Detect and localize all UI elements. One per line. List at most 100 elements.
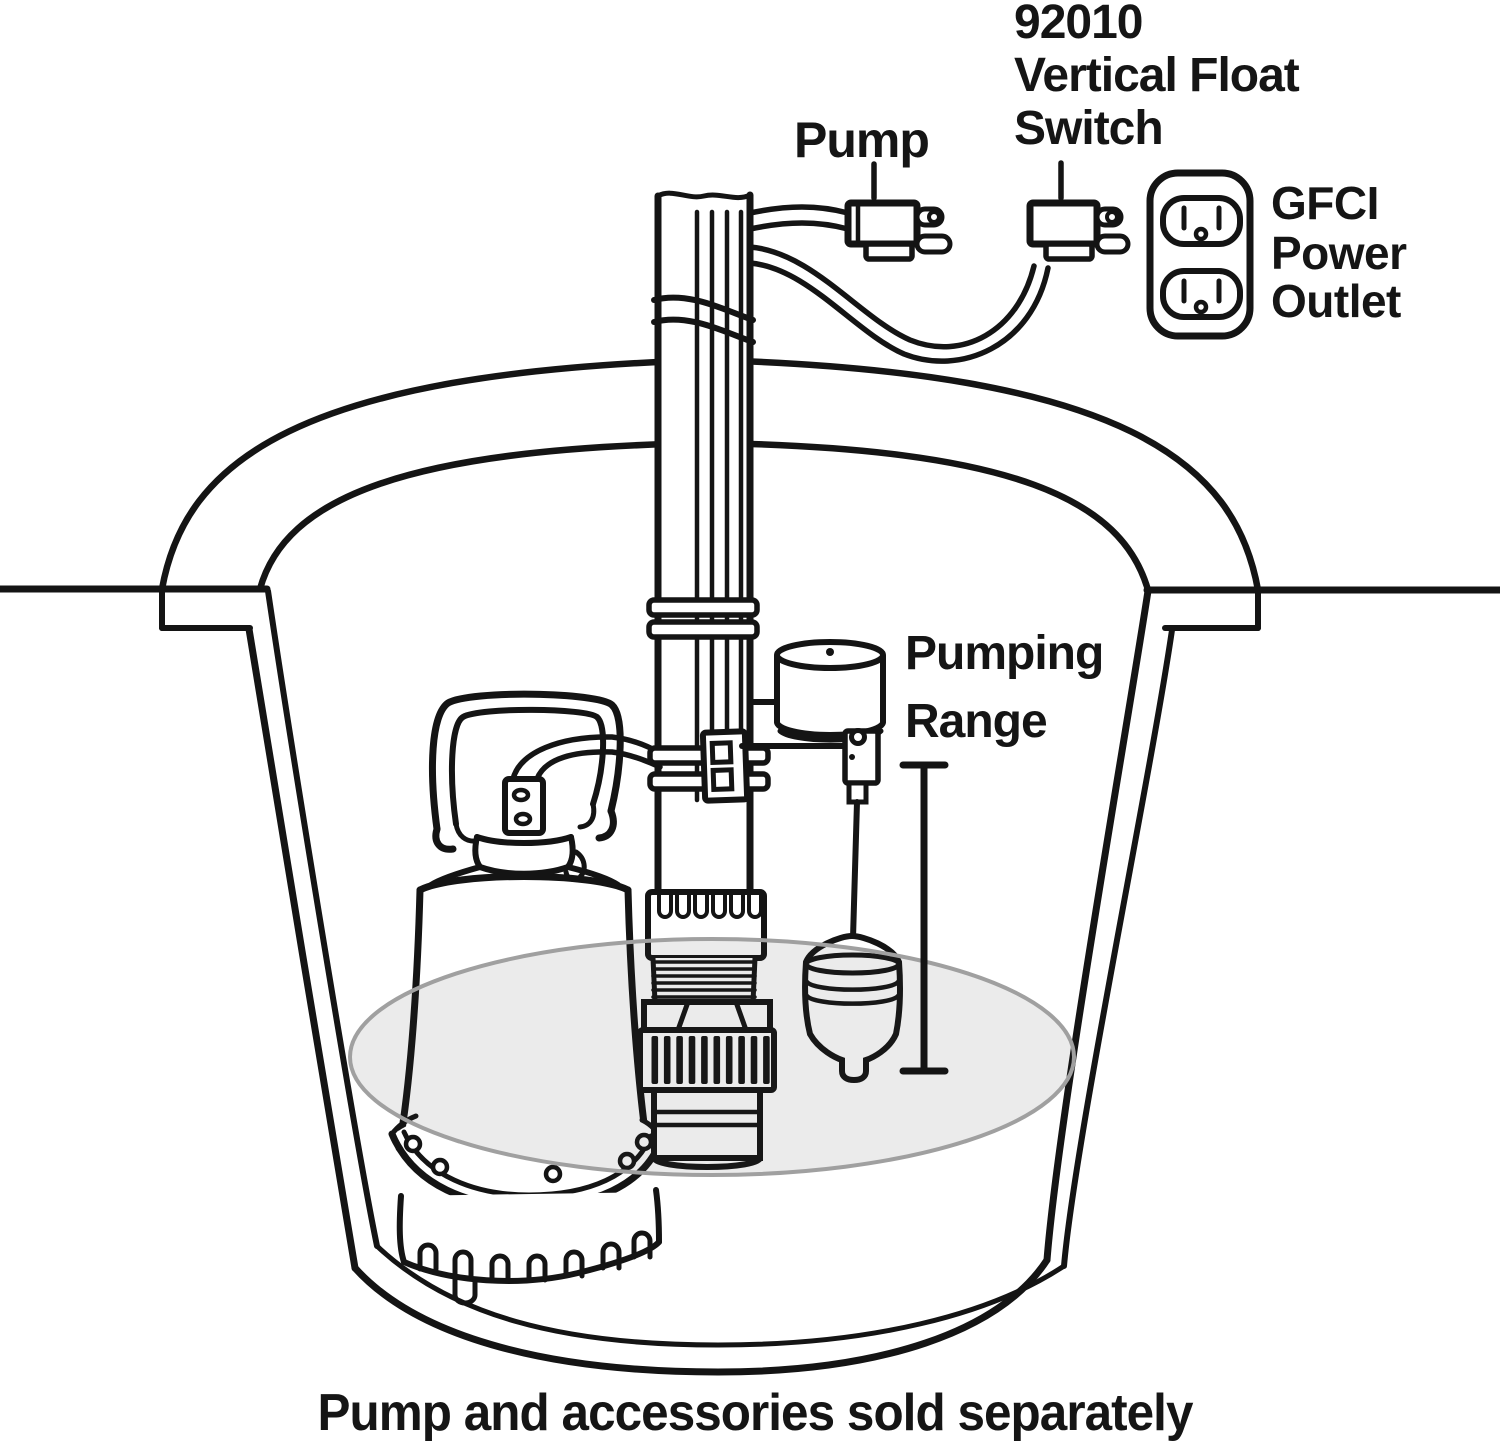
plug-prong-hole <box>927 210 941 224</box>
float-seam <box>804 979 901 992</box>
connector-hole <box>511 787 531 803</box>
collar-ribs <box>651 1036 770 1084</box>
pump-cord-connector <box>502 776 546 836</box>
handle-foot-left <box>432 825 457 853</box>
crown-notch <box>675 891 691 919</box>
switch-cord-to-plug <box>747 244 1037 350</box>
collar-bottom-arc <box>477 864 571 877</box>
switch-cap-fill <box>777 655 883 735</box>
flange-bolt <box>617 1151 637 1171</box>
intake-slot <box>489 1253 511 1283</box>
crown-notch <box>657 891 673 919</box>
intake-slot <box>417 1242 439 1272</box>
pump-base-skirt <box>396 1187 662 1306</box>
pump-dome-arc <box>416 873 632 894</box>
flange-bolt <box>543 1164 563 1184</box>
check-valve-coupling <box>637 889 777 1170</box>
sump-pit <box>0 356 1500 1376</box>
switch-stem-detail <box>849 728 867 746</box>
collar-rib <box>738 1036 745 1084</box>
gfci-outlet-icon <box>1146 169 1254 340</box>
pipe-clamp-band <box>646 619 760 640</box>
pump-cord-outer <box>510 734 663 782</box>
water-level <box>348 937 1076 1177</box>
flange-bolt <box>430 1157 450 1177</box>
pipe-fittings <box>646 597 771 804</box>
pump-cord-inner <box>534 749 663 782</box>
crown-notch <box>747 891 763 919</box>
pit-wall-right-inner <box>1043 587 1152 1264</box>
skirt-foot <box>452 1274 478 1306</box>
skirt-left-edge <box>396 1193 407 1265</box>
pump-plug-icon <box>844 199 953 262</box>
pumping-range-label-line2: Range <box>905 695 1047 748</box>
hex-facet <box>733 999 749 1033</box>
mounting-bracket <box>699 728 751 804</box>
intake-slot <box>631 1230 653 1260</box>
plug-prong <box>1094 233 1131 255</box>
pipe-top-cut <box>655 190 753 201</box>
skirt-right-edge <box>653 1187 662 1245</box>
cord-strap <box>651 316 756 345</box>
gfci-label-line1: GFCI <box>1271 177 1379 229</box>
hex-facet <box>675 999 691 1033</box>
collar-rib <box>688 1036 696 1084</box>
pump-cord-to-plug <box>747 220 851 232</box>
handle-foot-right <box>595 807 617 842</box>
plug-prong-hole <box>1105 210 1119 224</box>
cords-and-plugs <box>747 160 1254 364</box>
thread-lines <box>651 960 757 999</box>
collar-rib <box>663 1036 671 1084</box>
connector-hole <box>513 811 533 827</box>
pump-label: Pump <box>794 112 929 168</box>
pump-cord-to-plug <box>747 204 851 216</box>
intake-slot <box>563 1249 585 1279</box>
pit-wall-left-inner <box>265 588 380 1249</box>
intake-slot <box>452 1249 474 1279</box>
switch-cap-vent <box>826 648 834 656</box>
switch-cap-bottom-arc <box>774 719 886 738</box>
collar-rib <box>651 1036 659 1084</box>
plug-tab <box>863 241 915 262</box>
cord-clip <box>563 849 587 882</box>
intake-slot <box>600 1241 622 1271</box>
flange-back-left <box>389 1113 419 1137</box>
pit-wall-left-outer <box>245 625 359 1272</box>
plug-body <box>1026 199 1101 248</box>
gfci-label-line2: Power <box>1271 227 1407 279</box>
crown-notch <box>729 891 745 919</box>
pit-bottom-outer-arc <box>351 1256 1051 1376</box>
switch-stem-dot <box>849 754 855 760</box>
handle-foot-left-inner <box>453 821 479 844</box>
collar-right <box>565 834 576 870</box>
pipe-clamp-band <box>646 597 760 618</box>
collar-rib <box>763 1036 770 1084</box>
collar-rib <box>750 1036 758 1084</box>
outlet-ground-hole <box>1193 299 1209 315</box>
lower-pipe-bottom <box>651 1155 763 1170</box>
bracket-hole <box>710 767 735 792</box>
cord-strap <box>651 294 756 323</box>
handle-inner <box>448 706 607 827</box>
plug-tab <box>1043 241 1095 262</box>
pumping-range-label-line1: Pumping <box>905 627 1103 680</box>
outlet-ground-hole <box>1193 226 1209 242</box>
collar-top-arc <box>474 834 574 846</box>
pit-wall-right-outer <box>1061 627 1175 1269</box>
threads-left <box>650 955 658 1005</box>
float-switch-label-line1: 92010 <box>1014 0 1142 49</box>
flange-bolt <box>403 1134 423 1154</box>
collar-rib <box>676 1036 683 1084</box>
switch-cord-to-plug <box>747 260 1051 364</box>
collar-rib <box>725 1036 733 1084</box>
caption: Pump and accessories sold separately <box>318 1384 1194 1442</box>
crown-notch <box>693 891 709 919</box>
collar-rib <box>713 1036 721 1084</box>
skirt-fill <box>399 1192 659 1281</box>
collar-left <box>472 834 483 870</box>
intake-slot <box>526 1253 548 1283</box>
plug-prong <box>914 233 953 255</box>
collar-rib <box>701 1036 708 1084</box>
